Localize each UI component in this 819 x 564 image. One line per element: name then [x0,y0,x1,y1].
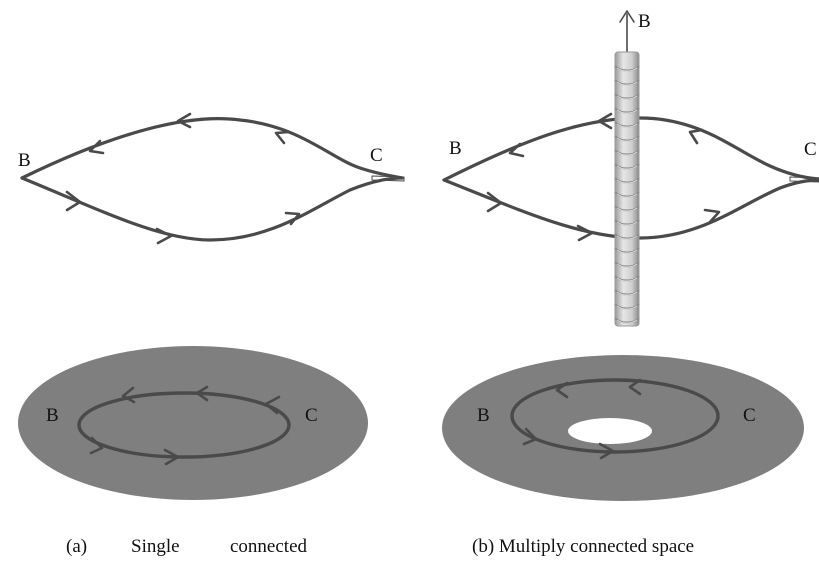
point-c-label: C [804,139,817,160]
coil-highlight [616,277,638,282]
panel-a: B C B C (a) Single connected [18,112,405,557]
path-tip-c [789,176,819,183]
lower-path [442,178,819,240]
caption-word-single: Single [131,536,180,557]
coil-highlight [616,235,638,240]
closed-loop [77,391,291,459]
coil-highlight [616,179,638,184]
arrow-left-icon [597,112,613,130]
panel-b-caption: (b) Multiply connected space [472,536,694,557]
disk-point-c-label: C [743,405,756,426]
arrow-right-icon [486,191,503,213]
point-b-label: B [18,150,31,171]
coil-highlight [616,165,638,170]
disk-point-b-label: B [477,405,490,426]
arrow-up-icon [619,10,635,23]
arrow-right-icon [65,190,82,212]
arrow-left-icon [121,386,136,404]
arrow-left-icon [274,130,291,145]
upper-path-arrows [88,112,291,155]
solenoid-coils [614,65,640,324]
coil-highlight [616,263,638,268]
arrow-left-icon [508,142,525,158]
coil-highlight [616,305,638,310]
upper-path [20,117,404,180]
panel-b: B C B B C (b) Multiply connected space [442,10,819,557]
panel-a-caption: (a) Single connected [66,536,308,557]
arrow-right-icon [155,227,173,245]
panel-b-paths: B C [442,112,819,242]
arrow-right-icon [703,208,721,224]
arrow-right-icon [163,448,180,466]
panel-b-disk: B C [442,355,804,501]
disk-point-b-label: B [46,405,59,426]
loop-arrows [89,385,281,466]
point-b-label: B [449,138,462,159]
coil-highlight [616,291,638,296]
arrow-left-icon [628,378,642,396]
arrow-right-icon [284,211,301,226]
coil-highlight [616,95,638,100]
magnetic-field-label: B [638,11,651,32]
coil-highlight [616,319,638,324]
upper-path [442,116,819,182]
coil-highlight [616,207,638,212]
coil-highlight [616,81,638,86]
arrow-right-icon [576,224,594,242]
coil-highlight [616,193,638,198]
panel-a-disk: B C [18,346,368,500]
solenoid-core [614,51,640,327]
coil-highlight [616,67,638,72]
disk-hole [568,418,652,444]
closed-loop [510,378,720,454]
arrow-left-icon [688,128,704,145]
caption-prefix: (a) [66,536,87,557]
lower-path-arrows [486,191,721,242]
coil-highlight [616,123,638,128]
upper-path-arrows [508,112,704,158]
coil-highlight [616,109,638,114]
lower-path-arrows [65,190,301,245]
point-c-label: C [370,145,383,166]
arrow-left-icon [195,385,209,402]
coil-highlight [616,137,638,142]
caption-word-connected: connected [230,536,308,557]
arrow-right-icon [522,427,538,446]
arrow-right-icon [598,442,615,460]
path-tip-c [371,175,405,182]
disk-point-c-label: C [305,405,318,426]
arrow-left-icon [88,139,105,155]
solenoid: B [614,10,651,327]
arrow-left-icon [555,381,569,399]
loop-arrows [522,378,642,460]
coil-highlight [616,249,638,254]
coil-highlight [616,151,638,156]
arrow-left-icon [264,395,281,415]
arrow-right-icon [89,436,104,455]
simply-connected-disk [18,346,368,500]
coil-highlight [616,221,638,226]
lower-path [20,176,404,242]
arrow-left-icon [176,112,192,129]
panel-a-paths: B C [18,112,405,245]
